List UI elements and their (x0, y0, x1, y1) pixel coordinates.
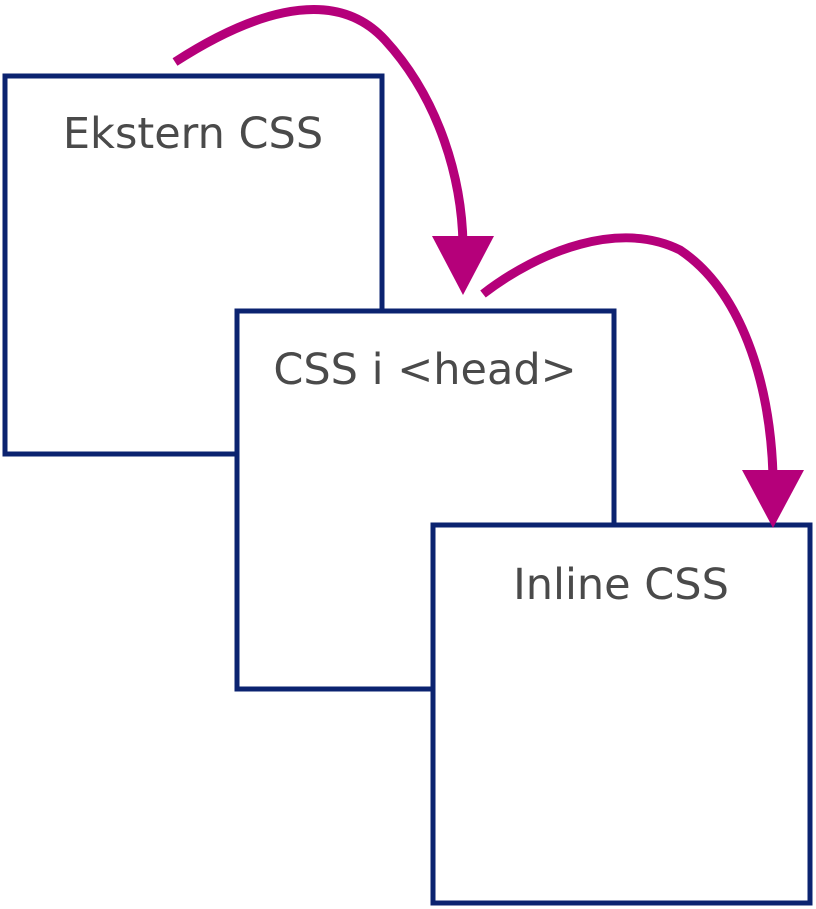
box-ekstern-css: Ekstern CSS (2, 73, 385, 457)
box-label-inline-css: Inline CSS (513, 560, 729, 610)
box-label-ekstern-css: Ekstern CSS (63, 109, 323, 159)
curved-arrow-icon (172, 5, 494, 295)
curved-arrow-icon (480, 233, 804, 528)
box-label-css-head: CSS i <head> (273, 345, 576, 395)
box-inline-css: Inline CSS (430, 522, 813, 906)
